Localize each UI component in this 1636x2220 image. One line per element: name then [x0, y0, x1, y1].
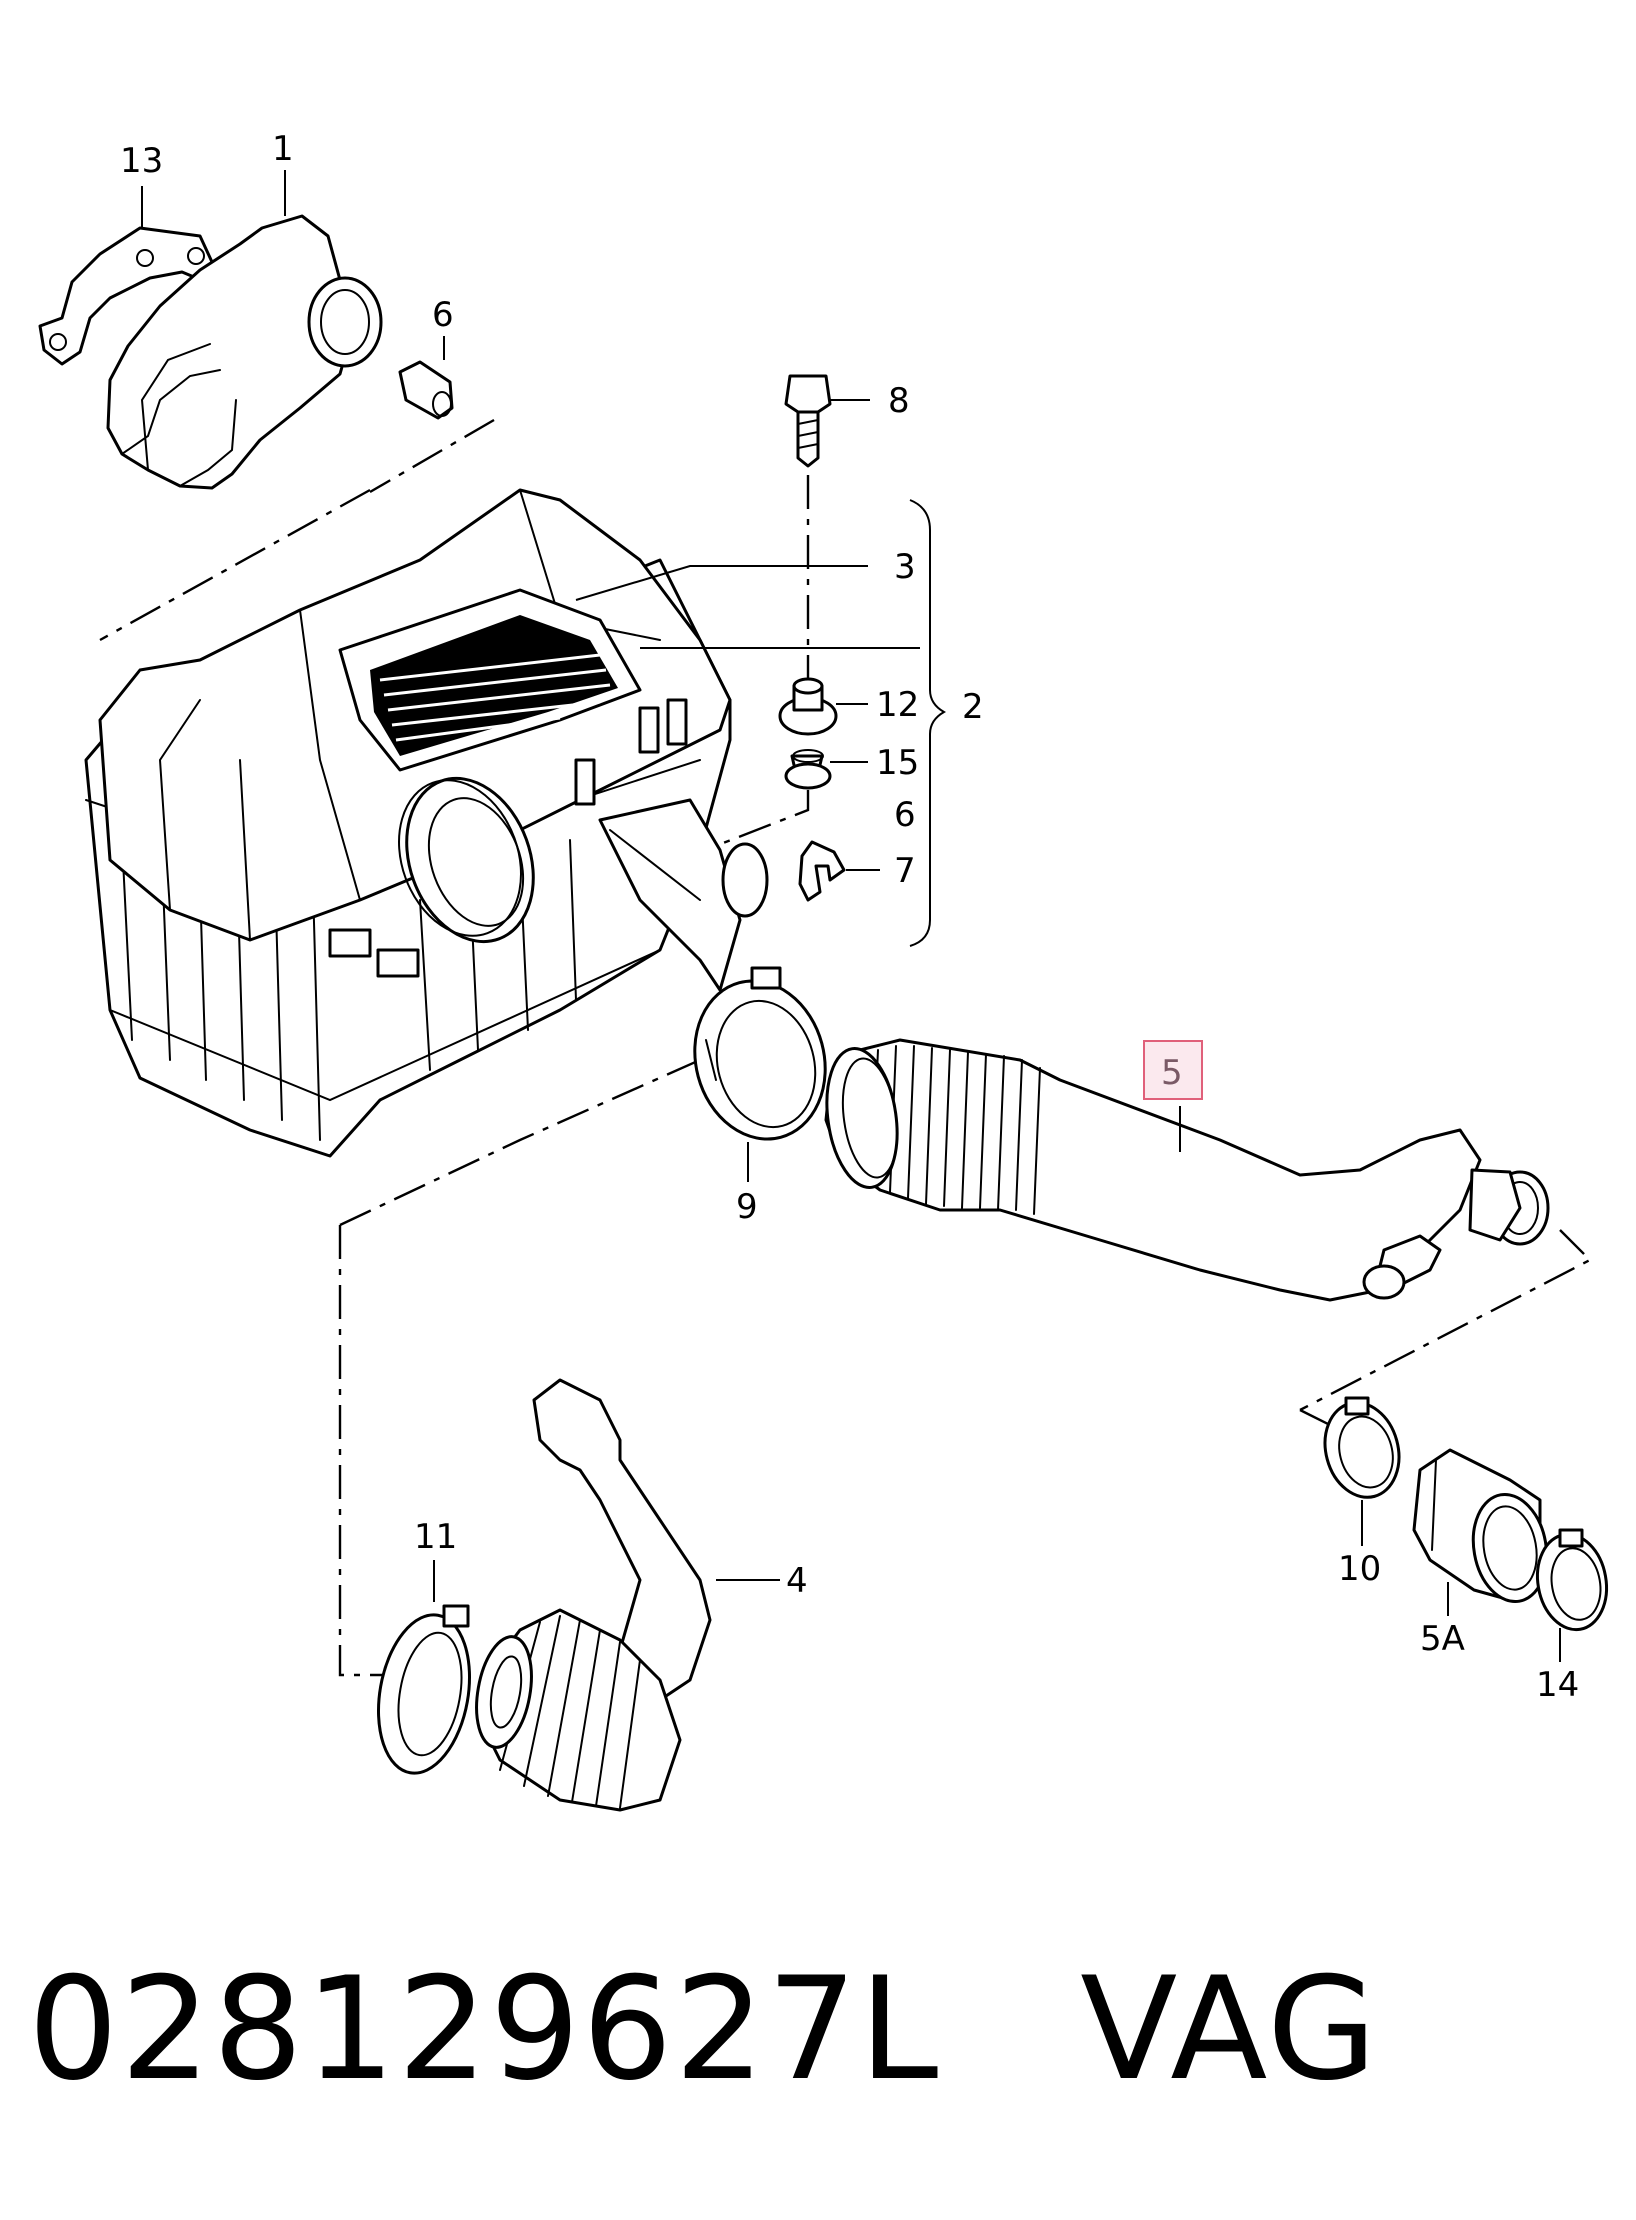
callout-labels: 13 1 6 8 3 12 2 15 6 7 9 5 10 5A 14 11 4 — [120, 129, 1579, 1705]
part-number: 028129627L — [28, 1947, 941, 2112]
callout-12: 12 — [876, 685, 919, 725]
air-duct-part-1 — [106, 214, 383, 490]
adapter-part-5a — [1412, 1448, 1549, 1604]
callout-10: 10 — [1338, 1549, 1381, 1589]
callout-4: 4 — [786, 1561, 808, 1601]
callout-15: 15 — [876, 743, 919, 783]
clip-part-7 — [798, 840, 846, 902]
bush-part-15 — [784, 749, 832, 790]
air-duct-part-4 — [475, 1378, 712, 1812]
callout-5a: 5A — [1420, 1619, 1465, 1659]
intake-hose-part-5 — [824, 1038, 1550, 1302]
hose-clamp-part-9 — [693, 966, 827, 1141]
callout-13: 13 — [120, 141, 163, 181]
callout-1: 1 — [272, 129, 294, 169]
callout-5-highlight: 5 — [1143, 1040, 1203, 1100]
air-filter-housing-part-2 — [84, 488, 769, 1158]
bolt-part-8 — [784, 374, 832, 468]
leader-lines — [141, 170, 1561, 1662]
callout-6-top: 6 — [432, 295, 454, 335]
part-number-caption: 028129627L VAG — [28, 1935, 1379, 2125]
parts-diagram: 13 1 6 8 3 12 2 15 6 7 9 5 10 5A 14 11 4 — [38, 129, 1609, 1812]
grommet-part-12 — [778, 677, 838, 736]
clamp-part-11 — [376, 1604, 472, 1775]
callout-3: 3 — [894, 547, 916, 587]
callout-8: 8 — [888, 381, 910, 421]
callout-6-mid: 6 — [894, 795, 916, 835]
clamp-part-10 — [1323, 1396, 1401, 1499]
callout-2: 2 — [962, 687, 984, 727]
callout-5: 5 — [1161, 1053, 1183, 1093]
brand-name: VAG — [1080, 1947, 1379, 2112]
callout-9: 9 — [736, 1187, 758, 1227]
callout-7: 7 — [894, 851, 916, 891]
sleeve-part-6-top — [398, 360, 454, 420]
clamp-part-14 — [1535, 1528, 1609, 1632]
callout-11: 11 — [414, 1517, 457, 1557]
callout-14: 14 — [1536, 1665, 1579, 1705]
